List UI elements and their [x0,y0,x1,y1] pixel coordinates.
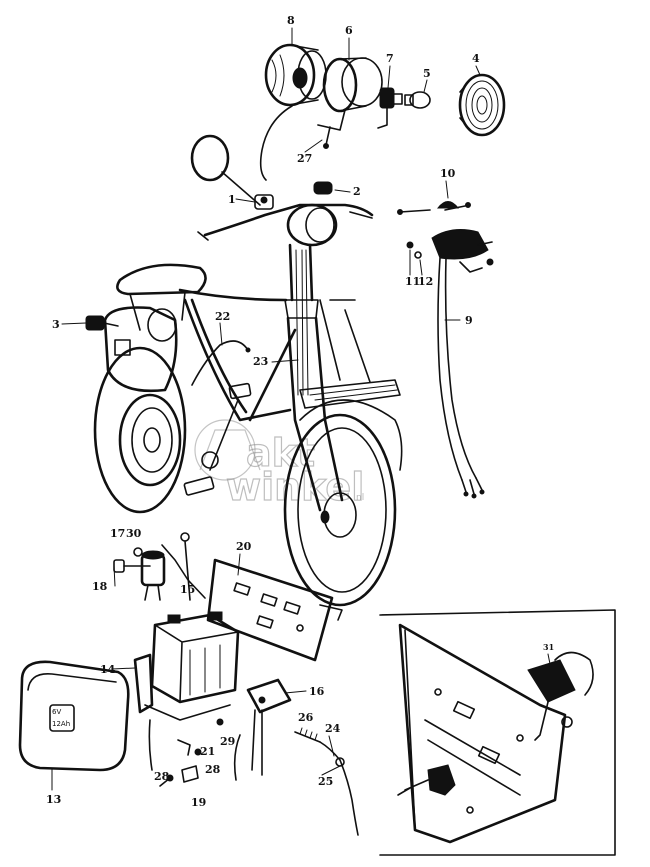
handlebar [203,203,374,237]
moped-body [85,243,403,607]
switch-unit [397,201,494,499]
part-labels: 8 6 7 5 4 27 1 2 10 11 12 3 22 23 9 17 3… [46,14,554,809]
seat [116,263,207,296]
rear-wheel [93,346,187,514]
wire-part-15 [161,544,206,599]
wire-part-23 [271,359,299,363]
label-3: 3 [52,318,60,331]
watermark-suffix: nl [356,493,364,503]
label-8: 8 [287,14,295,27]
bolt-part-17 [113,559,151,573]
mounting-bracket-part-27 [317,109,346,149]
label-6: 6 [345,24,353,37]
label-10: 10 [440,167,456,180]
battery-cover-part-13: 6V 12Ah [18,660,130,772]
bulb-holder-part-7 [377,87,403,129]
luggage-rack [299,299,401,409]
battery [150,611,240,704]
label-17: 17 [110,527,125,540]
leader-lines [51,27,551,791]
mirror [190,134,230,182]
mirror-stem [221,171,261,206]
clamp-part-19 [181,765,199,783]
headlight-rim-part-6 [322,57,383,113]
label-14: 14 [100,663,116,676]
cover-marking-line1: 6V [52,708,61,716]
label-12: 12 [418,275,433,288]
label-22: 22 [215,310,230,323]
headlight-housing-part-8 [264,43,327,107]
label-24: 24 [325,722,341,735]
headlight-wire [259,105,293,181]
switch-body [431,229,489,260]
label-28b: 28 [154,770,170,783]
screw-part-29 [216,718,224,726]
pedal-right [228,382,252,400]
clip-part-21 [177,739,191,756]
cable-part-9 [437,257,463,481]
bulb-part-5 [404,91,431,109]
label-28a: 28 [205,763,221,776]
washer-part-30 [133,547,143,557]
label-19: 19 [191,796,206,809]
headlight-assembly [259,43,506,181]
watermark-line2: winkel [226,465,364,509]
mounting-plate-part-20 [206,558,343,662]
handlebar-button-part-2 [313,181,333,195]
label-1: 1 [228,193,236,206]
label-7: 7 [386,52,394,65]
rear-light-part-3 [85,315,119,331]
regulator-part-16 [246,678,292,776]
label-25: 25 [318,775,333,788]
label-2: 2 [353,185,361,198]
label-5: 5 [423,67,431,80]
inset-border [379,609,616,856]
relay-part-31 [527,651,594,741]
wire-part-22 [191,340,249,386]
label-30: 30 [126,527,142,540]
handlebar-area [190,134,374,247]
headlight-lens-part-4 [458,73,506,137]
condenser-part-18 [140,550,166,601]
screw-part-11 [406,241,414,249]
label-27: 27 [297,152,312,165]
label-23: 23 [253,355,268,368]
pedal-left [183,476,215,496]
engine-cover [103,306,178,393]
switch-cap-part-10 [436,201,460,209]
screw-part-28a [194,748,202,756]
lower-electrical-assembly: 6V 12Ah [18,532,359,836]
label-21: 21 [200,745,215,758]
detail-inset [379,609,616,856]
battery-holder-part-14 [133,653,231,721]
cover-marking-line2: 12Ah [52,720,70,728]
label-20: 20 [236,540,252,553]
cable-part-24-25 [335,757,359,836]
label-18: 18 [92,580,108,593]
watermark: akt winkel nl [194,419,365,510]
washer-part-12 [414,251,422,259]
front-wheel [283,413,397,607]
label-16: 16 [309,685,325,698]
steering-column [288,243,314,302]
label-15: 15 [180,583,195,596]
engine-flywheel [118,393,182,487]
label-26: 26 [298,711,314,724]
label-13: 13 [46,793,61,806]
label-31: 31 [543,642,554,652]
label-11: 11 [405,275,420,288]
bike-headlight [286,203,338,247]
label-4: 4 [472,52,480,65]
label-29: 29 [220,735,235,748]
label-9: 9 [465,314,473,327]
